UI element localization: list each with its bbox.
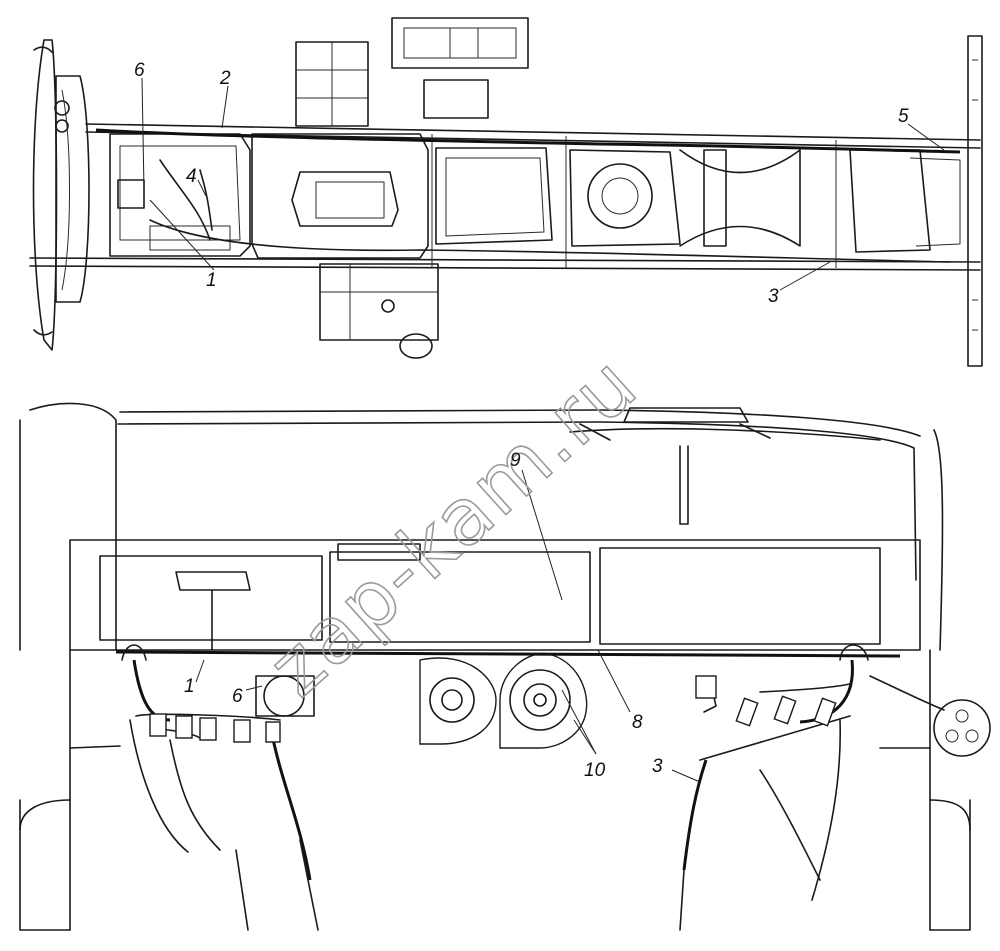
label-front-6: 6 bbox=[232, 686, 243, 707]
watermark-text: zap-kam.ru bbox=[252, 339, 654, 714]
label-front-9: 9 bbox=[510, 450, 521, 471]
label-top-2: 2 bbox=[219, 68, 231, 89]
front-view-leaders bbox=[195, 469, 701, 783]
label-top-4: 4 bbox=[186, 166, 197, 187]
label-top-3: 3 bbox=[768, 286, 779, 307]
label-top-5: 5 bbox=[898, 106, 909, 127]
label-top-6: 6 bbox=[134, 60, 145, 81]
label-front-8: 8 bbox=[632, 712, 643, 733]
label-front-1: 1 bbox=[184, 676, 195, 697]
label-front-10: 10 bbox=[584, 760, 606, 781]
label-top-1: 1 bbox=[206, 270, 217, 291]
label-front-3: 3 bbox=[652, 756, 663, 777]
top-view-leaders bbox=[141, 77, 945, 291]
chassis-top-view bbox=[29, 17, 983, 367]
cab-front-view bbox=[19, 402, 991, 931]
